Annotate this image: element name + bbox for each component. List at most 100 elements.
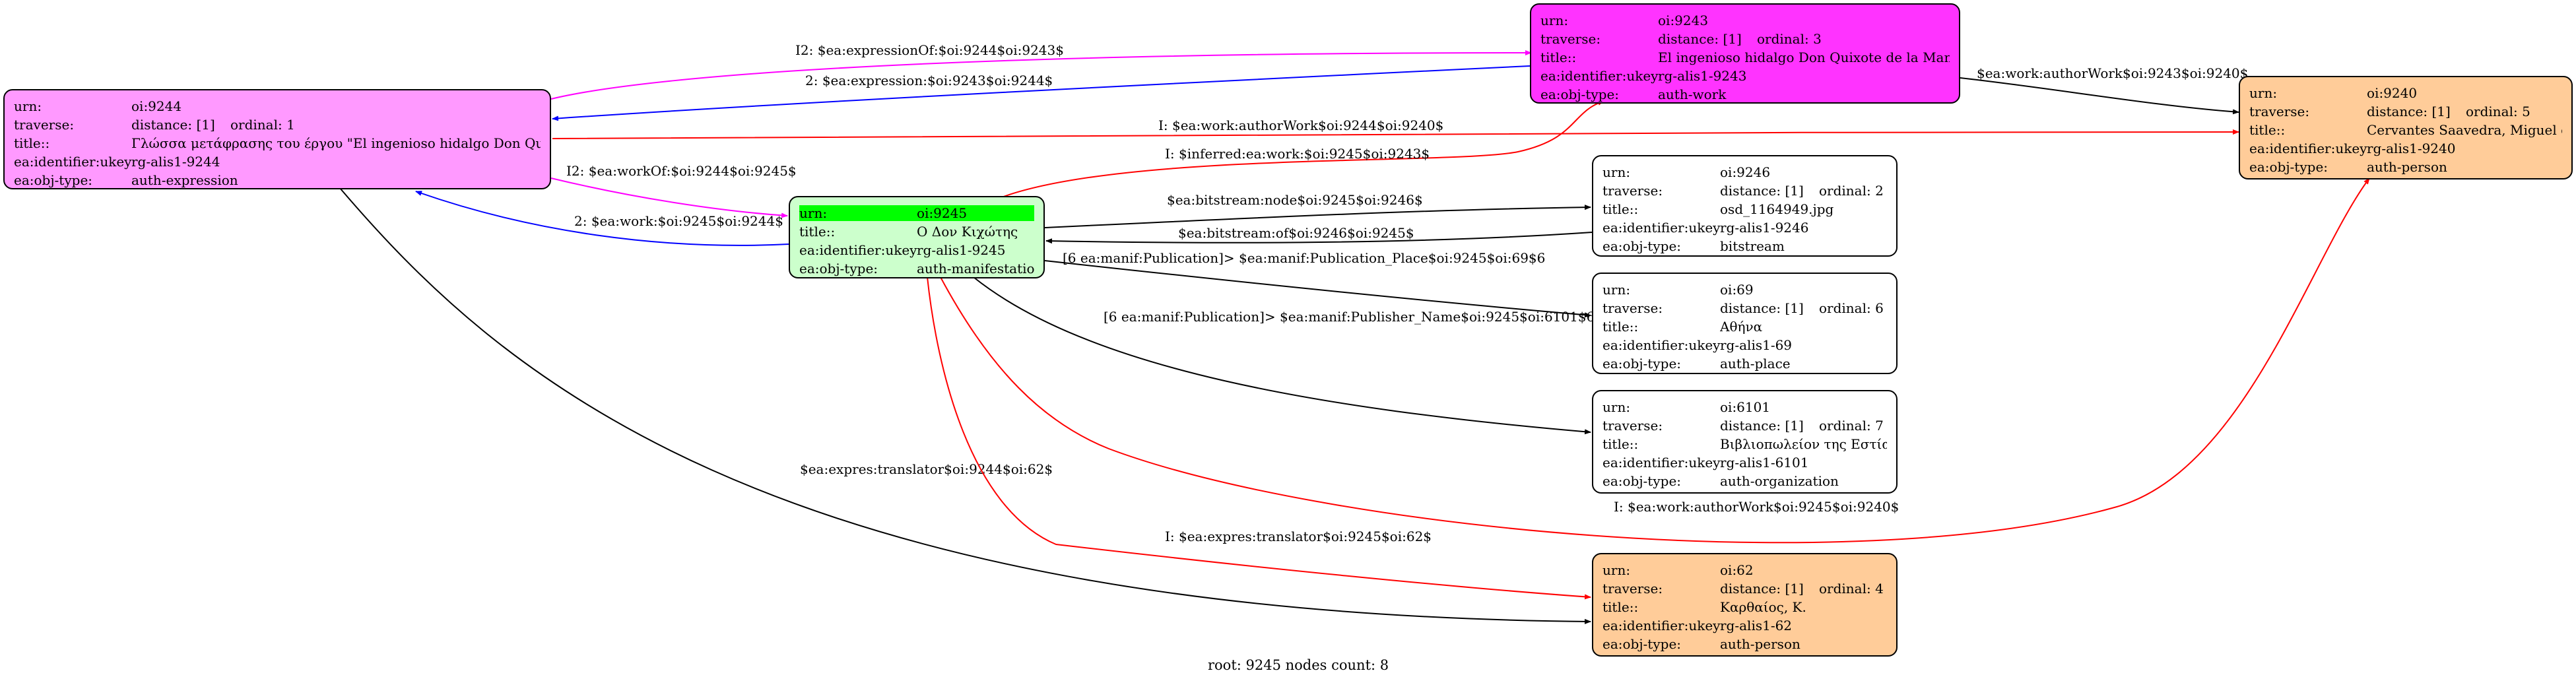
edge-bitstream-node-9245-9246: [1044, 205, 1591, 228]
node-objtype: bitstream: [1720, 238, 1785, 254]
node-row-traverse: traverse:distance: [1]ordinal: 5: [2249, 102, 2562, 121]
edge-label-e14: I: $ea:work:authorWork$oi:9245$oi:9240$: [1614, 499, 1899, 515]
node-title: Βιβλιοπωλείον της Εστίας: [1720, 436, 1887, 452]
edge-label-e1: I2: $ea:expressionOf:$oi:9244$oi:9243$: [795, 42, 1064, 58]
node-row-objtype: ea:obj-type: auth-person: [1602, 635, 1887, 653]
field-label: ea:obj-type:: [1602, 238, 1682, 254]
field-label: traverse:: [14, 117, 75, 133]
node-title: Cervantes Saavedra, Miguel de: [2367, 122, 2562, 138]
field-label: ea:obj-type:: [1540, 86, 1620, 102]
field-label: ea:identifier:ukey: [799, 242, 917, 258]
field-label: ea:identifier:ukey: [1540, 68, 1659, 84]
node-6101[interactable]: urn:oi:6101 traverse:distance: [1]ordina…: [1592, 390, 1898, 494]
field-label: ea:identifier:ukey: [1602, 455, 1721, 470]
node-62[interactable]: urn:oi:62 traverse:distance: [1]ordinal:…: [1592, 553, 1898, 657]
node-row-traverse: traverse:distance: [1]ordinal: 1: [14, 115, 541, 134]
field-label: urn:: [14, 98, 42, 114]
node-row-title: title::Cervantes Saavedra, Miguel de: [2249, 121, 2562, 139]
node-row-objtype: ea:obj-type:auth-person: [2249, 158, 2562, 176]
field-label: ea:identifier:ukey: [14, 154, 132, 170]
field-label: urn:: [1602, 399, 1631, 415]
node-row-urn: urn:oi:62: [1602, 561, 1887, 579]
node-urn: oi:9240: [2367, 85, 2418, 101]
node-69[interactable]: urn:oi:69 traverse:distance: [1]ordinal:…: [1592, 273, 1898, 374]
edge-authorwork-9243-9240: [1960, 77, 2239, 115]
field-label: urn:: [1602, 164, 1631, 180]
node-row-urn: urn:oi:9245: [799, 204, 1034, 222]
node-row-urn: urn: oi:9244: [14, 97, 541, 115]
node-9246[interactable]: urn: oi:9246 traverse:distance: [1]ordina…: [1592, 155, 1898, 257]
node-identifier: rg-alis1-9246: [1720, 220, 1809, 236]
edge-work-9245-9244: [415, 191, 789, 246]
edge-label-e9: $ea:bitstream:of$oi:9246$oi:9245$: [1178, 225, 1414, 241]
node-urn: oi:6101: [1720, 399, 1771, 415]
edge-translator-9245-62: [927, 276, 1591, 600]
field-label: title::: [1602, 436, 1639, 452]
field-label: title::: [14, 135, 50, 151]
edge-label-e6: I: $inferred:ea:work:$oi:9245$oi:9243$: [1165, 146, 1430, 162]
node-urn: oi:9243: [1658, 13, 1709, 28]
node-title: El ingenioso hidalgo Don Quixote de la M…: [1658, 49, 1950, 65]
node-row-objtype: ea:obj-type: bitstream: [1602, 237, 1887, 255]
edge-label-e2: 2: $ea:expression:$oi:9243$oi:9244$: [805, 73, 1053, 88]
node-title: Καρθαίος, Κ.: [1720, 599, 1806, 615]
node-row-traverse: traverse:distance: [1]ordinal: 6: [1602, 299, 1887, 317]
node-9243[interactable]: urn: oi:9243 traverse: distance: [1]ordina…: [1530, 3, 1960, 104]
node-9244[interactable]: urn: oi:9244 traverse:distance: [1]ordina…: [3, 89, 551, 189]
field-label: title::: [1540, 49, 1577, 65]
node-row-urn: urn:oi:9240: [2249, 84, 2562, 102]
graph-footer: root: 9245 nodes count: 8: [1208, 657, 1389, 673]
node-row-title: title::osd_1164949.jpg: [1602, 200, 1887, 218]
field-label: ea:obj-type:: [1602, 356, 1682, 372]
field-label: traverse:: [2249, 104, 2310, 119]
edge-label-e3: $ea:work:authorWork$oi:9243$oi:9240$: [1977, 65, 2248, 81]
node-objtype: auth-place: [1720, 356, 1791, 372]
node-traverse: distance: [1]ordinal: 4: [1720, 581, 1884, 597]
node-urn: oi:69: [1720, 282, 1754, 298]
field-label: ea:identifier:ukey: [1602, 618, 1721, 633]
field-label: traverse:: [1540, 31, 1601, 47]
node-row-objtype: ea:obj-type:auth-organization: [1602, 472, 1887, 490]
edge-label-e8: $ea:bitstream:node$oi:9245$oi:9246$: [1167, 192, 1423, 208]
field-label: urn:: [1540, 13, 1569, 28]
field-label: title::: [799, 224, 836, 240]
edge-label-e12: $ea:expres:translator$oi:9244$oi:62$: [800, 461, 1053, 477]
node-9245-root[interactable]: urn:oi:9245 title::Ο Δον Κιχώτης ea:iden…: [789, 196, 1045, 278]
node-urn: oi:9246: [1720, 164, 1771, 180]
edge-bitstream-of-9246-9245: [1045, 232, 1593, 244]
field-label: ea:obj-type:: [1602, 636, 1682, 652]
node-title: Ο Δον Κιχώτης: [917, 224, 1018, 240]
field-label: ea:identifier:ukey: [1602, 220, 1721, 236]
node-row-traverse: traverse:distance: [1]ordinal: 2: [1602, 181, 1887, 200]
node-urn: oi:9244: [131, 98, 182, 114]
node-row-title: title::Βιβλιοπωλείον της Εστίας: [1602, 435, 1887, 453]
node-row-title: title::Γλώσσα μετάφρασης του έργου "El i…: [14, 134, 541, 152]
field-label: urn:: [799, 205, 917, 221]
edge-label-e7: 2: $ea:work:$oi:9245$oi:9244$: [574, 213, 783, 229]
field-label: ea:identifier:ukey: [2249, 141, 2367, 156]
edge-publication-place-9245-69: [1044, 260, 1591, 318]
edge-label-e13: I: $ea:expres:translator$oi:9245$oi:62$: [1165, 529, 1432, 544]
edge-expression-9243-9244: [552, 65, 1531, 121]
node-traverse: distance: [1]ordinal: 2: [1720, 183, 1884, 199]
node-objtype: auth-expression: [131, 172, 238, 188]
edge-workof-9244-9245: [550, 178, 788, 218]
node-identifier: rg-alis1-62: [1720, 618, 1793, 633]
node-traverse: distance: [1]ordinal: 3: [1658, 31, 1822, 47]
node-9240[interactable]: urn:oi:9240 traverse:distance: [1]ordina…: [2239, 76, 2573, 179]
node-row-urn: urn: oi:6101: [1602, 398, 1887, 416]
node-row-title: title::El ingenioso hidalgo Don Quixote …: [1540, 48, 1950, 67]
field-label: ea:obj-type:: [2249, 159, 2328, 175]
node-objtype: auth-person: [1720, 636, 1800, 652]
node-identifier: rg-alis1-9245: [917, 242, 1006, 258]
node-identifier: rg-alis1-9244: [131, 154, 220, 170]
edge-label-e5: I2: $ea:workOf:$oi:9244$oi:9245$: [566, 163, 797, 179]
node-row-objtype: ea:obj-type:auth-manifestation: [799, 259, 1034, 277]
